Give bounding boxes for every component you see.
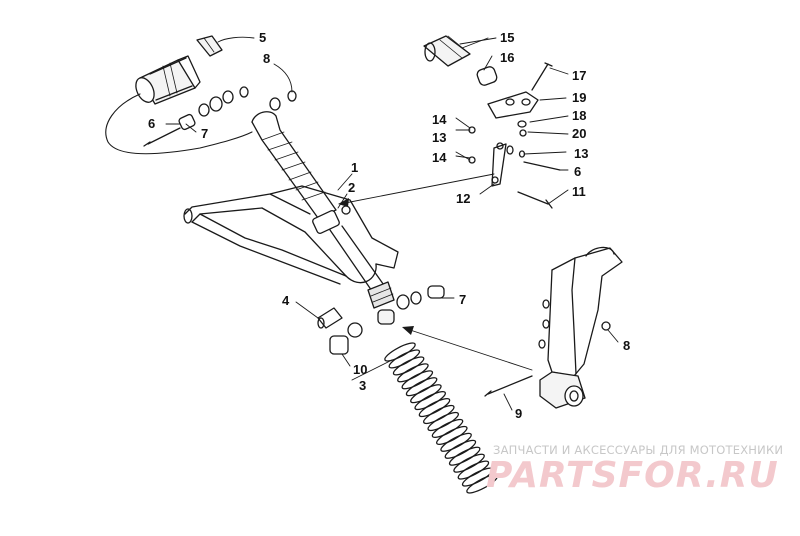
callout-6-left: 6: [148, 116, 155, 131]
callout-1: 1: [351, 160, 358, 175]
callout-14-top: 14: [432, 112, 447, 127]
callout-8-upper: 8: [263, 51, 270, 66]
spring-coil: [440, 432, 472, 452]
callout-18: 18: [572, 108, 586, 123]
callout-15: 15: [500, 30, 514, 45]
arrows: [339, 173, 533, 371]
callout-2: 2: [348, 180, 355, 195]
spring-coil: [397, 363, 429, 383]
spring-coil: [384, 342, 416, 362]
callout-13-left: 13: [432, 130, 446, 145]
callout-9: 9: [515, 406, 522, 421]
leader-lines: [165, 36, 619, 411]
coil-spring: [384, 342, 498, 494]
spring-coil: [457, 460, 490, 480]
spring-coil: [466, 474, 498, 494]
spring-coil: [405, 377, 438, 397]
lower-bushings: [317, 285, 445, 355]
callout-4: 4: [282, 293, 290, 308]
callout-7-upper: 7: [201, 126, 208, 141]
callout-3: 3: [359, 378, 366, 393]
callout-7-lower: 7: [459, 292, 466, 307]
callout-13-right: 13: [574, 146, 588, 161]
spring-coil: [401, 370, 434, 390]
callout-17: 17: [572, 68, 586, 83]
shock-absorber: [251, 111, 387, 295]
spring-coil: [448, 446, 481, 466]
callout-12: 12: [456, 191, 470, 206]
spring-coil: [435, 425, 468, 445]
arrow-head-upper: [338, 198, 349, 207]
spring-coil: [392, 356, 425, 376]
spring-coil: [414, 391, 447, 411]
bolt-upper: [143, 127, 181, 147]
arrow-head-lower: [402, 326, 414, 335]
callout-6-right: 6: [574, 164, 581, 179]
watermark-caption: ЗАПЧАСТИ И АКСЕССУАРЫ ДЛЯ МОТОТЕХНИКИ: [493, 443, 784, 457]
spring-coil: [431, 418, 464, 438]
callout-20: 20: [572, 126, 586, 141]
linkage-assembly: [423, 35, 561, 209]
watermark-logo: PARTSFOR.RU: [486, 455, 779, 496]
callout-16: 16: [500, 50, 514, 65]
reservoir: [135, 55, 201, 105]
spindle: [538, 246, 623, 409]
spring-coil: [453, 453, 485, 473]
spring-coil: [444, 439, 477, 459]
spring-coil: [410, 384, 442, 404]
callout-5: 5: [259, 30, 266, 45]
spring-coil: [427, 411, 460, 432]
callout-10: 10: [353, 362, 367, 377]
spring-collar: [367, 281, 395, 309]
spindle-bolt: [484, 375, 533, 397]
spring-coil: [388, 349, 421, 369]
callout-11: 11: [572, 184, 586, 199]
reservoir-hose: [105, 93, 253, 155]
spring-coil: [422, 404, 455, 425]
spring-coil: [461, 467, 494, 487]
a-arm: [183, 185, 399, 285]
callout-19: 19: [572, 90, 586, 105]
callout-14-bottom: 14: [432, 150, 447, 165]
callout-8-spindle: 8: [623, 338, 630, 353]
spring-coil: [418, 398, 451, 418]
reservoir-clamp: [196, 35, 223, 57]
